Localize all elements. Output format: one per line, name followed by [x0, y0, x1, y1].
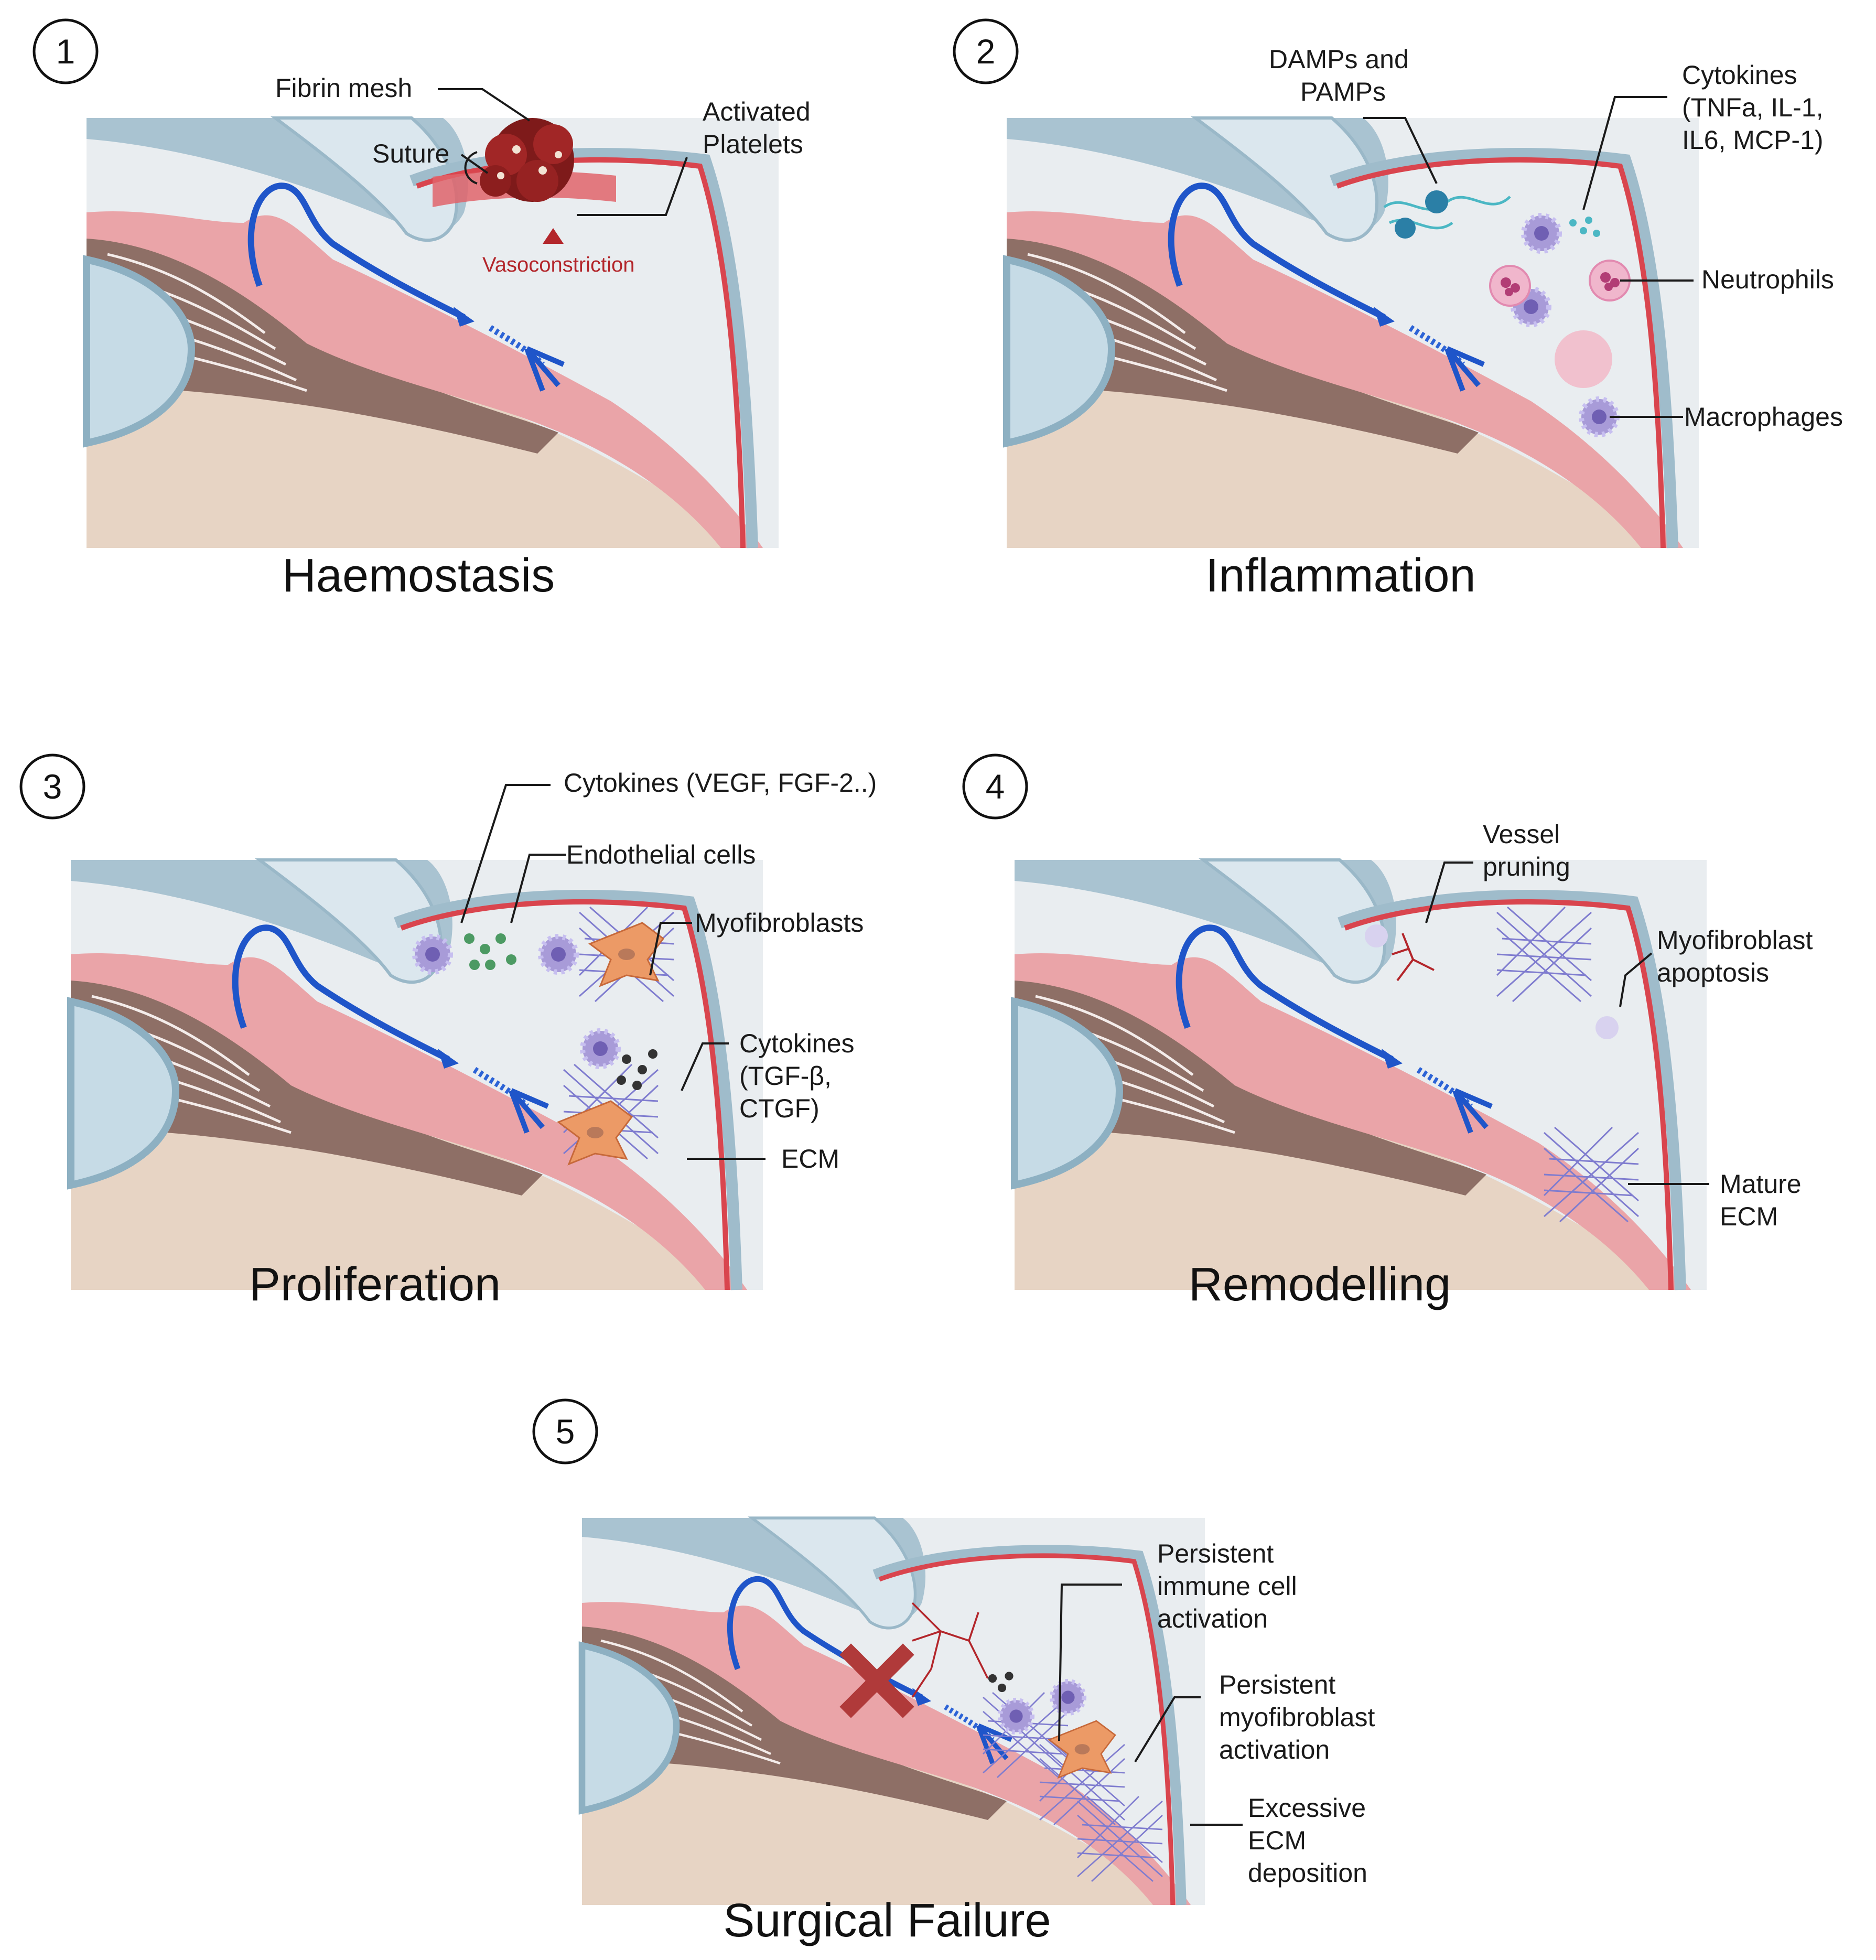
- label-activated-platelets-line2: Platelets: [703, 130, 803, 159]
- label-persistent-myofibroblast-line2: myofibroblast: [1219, 1703, 1375, 1732]
- label-excessive-ecm-line2: ECM: [1248, 1826, 1306, 1855]
- panel-number: 2: [976, 32, 996, 71]
- label-mature-ecm-line2: ECM: [1720, 1202, 1778, 1231]
- label-excessive-ecm-line1: Excessive: [1248, 1793, 1366, 1823]
- label-persistent-immune-line3: activation: [1157, 1604, 1268, 1633]
- panel-title-inflammation: Inflammation: [1205, 550, 1475, 602]
- panel-title-proliferation: Proliferation: [249, 1258, 501, 1311]
- label-persistent-immune-line2: immune cell: [1157, 1571, 1297, 1601]
- eye-cross-section: [582, 1518, 1205, 1905]
- panel-title-haemostasis: Haemostasis: [282, 550, 555, 602]
- label-fibrin-mesh: Fibrin mesh: [275, 73, 412, 103]
- label-suture: Suture: [372, 139, 449, 168]
- panel-surgical-failure: 5 Persistent immune cell activation Pers…: [532, 1398, 1375, 1947]
- panel-proliferation: 3 Cytokines (VEGF, FGF-2..) Endothelial …: [19, 753, 877, 1311]
- label-cytokines-vegf: Cytokines (VEGF, FGF-2..): [564, 768, 877, 798]
- label-myofibroblast-apoptosis-line2: apoptosis: [1657, 958, 1769, 987]
- label-myofibroblast-apoptosis-line1: Myofibroblast: [1657, 925, 1813, 955]
- label-cytokines-inflam-line2: (TNFa, IL-1,: [1682, 93, 1823, 122]
- eye-cross-section: [1015, 860, 1707, 1290]
- panel-number: 4: [986, 767, 1005, 806]
- label-ecm: ECM: [781, 1144, 839, 1173]
- panel-number-badge: [532, 1398, 598, 1464]
- pruned-vessel: [1392, 933, 1435, 982]
- label-cytokines-tgf-line2: (TGF-β,: [739, 1061, 832, 1091]
- panel-haemostasis: 1 Fibrin mesh Suture Activated Platelets…: [33, 18, 811, 602]
- label-vessel-line2: pruning: [1483, 852, 1570, 881]
- label-persistent-myofibroblast-line3: activation: [1219, 1735, 1330, 1764]
- label-excessive-ecm-line3: deposition: [1248, 1858, 1367, 1888]
- label-cytokines-inflam-line3: IL6, MCP-1): [1682, 125, 1824, 155]
- label-cytokines-tgf-line3: CTGF): [739, 1094, 820, 1123]
- panel-number: 5: [556, 1412, 575, 1451]
- label-endothelial-cells: Endothelial cells: [566, 840, 756, 869]
- panel-number-badge: [953, 18, 1019, 84]
- eye-cross-section: [1007, 118, 1699, 548]
- panel-inflammation: 2 DAMPs and PAMPs Cytokines (TNFa, IL-1,…: [953, 18, 1843, 602]
- eye-cross-section: [71, 860, 763, 1290]
- label-cytokines-inflam-line1: Cytokines: [1682, 60, 1797, 90]
- panel-number-badge: [33, 18, 99, 84]
- label-persistent-immune-line1: Persistent: [1157, 1539, 1274, 1568]
- panel-title-remodelling: Remodelling: [1189, 1258, 1451, 1311]
- panel-title-surgical-failure: Surgical Failure: [723, 1894, 1051, 1947]
- label-mature-ecm-line1: Mature: [1720, 1169, 1802, 1199]
- label-activated-platelets-line1: Activated: [703, 97, 811, 126]
- failure-x-icon: [839, 1643, 914, 1718]
- label-macrophages: Macrophages: [1684, 402, 1843, 432]
- panel-number-badge: [19, 753, 85, 820]
- label-vessel-line1: Vessel: [1483, 820, 1560, 849]
- label-vasoconstriction: Vasoconstriction: [482, 253, 635, 276]
- label-damps-line1: DAMPs and: [1269, 45, 1409, 74]
- panel-number: 3: [43, 767, 62, 806]
- panel-number: 1: [56, 32, 76, 71]
- panel-remodelling: 4 Vessel pruning Myofibroblast apoptosis…: [962, 753, 1813, 1311]
- panel-number-badge: [962, 753, 1028, 820]
- label-neutrophils: Neutrophils: [1701, 265, 1834, 294]
- label-cytokines-tgf-line1: Cytokines: [739, 1029, 855, 1058]
- label-myofibroblasts: Myofibroblasts: [695, 908, 864, 938]
- label-persistent-myofibroblast-line1: Persistent: [1219, 1670, 1335, 1699]
- eye-cross-section: [87, 118, 779, 548]
- label-damps-line2: PAMPs: [1300, 77, 1386, 106]
- vessel-network: [911, 1602, 989, 1698]
